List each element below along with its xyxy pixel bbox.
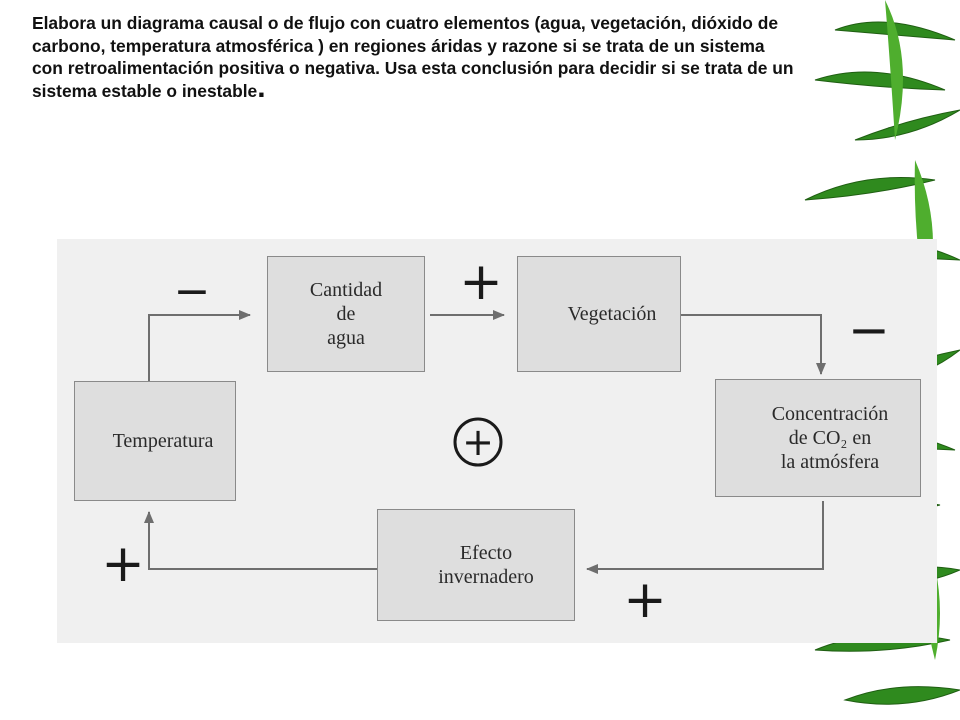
node-greenhouse-label: Efecto invernadero bbox=[438, 542, 534, 588]
sign-vegetation-co2: − bbox=[848, 301, 890, 359]
sign-water-vegetation: + bbox=[459, 252, 503, 312]
exercise-prompt: Elabora un diagrama causal o de flujo co… bbox=[32, 12, 797, 102]
node-vegetation-label: Vegetación bbox=[567, 303, 657, 325]
sign-co2-greenhouse: + bbox=[623, 570, 667, 630]
loop-polarity-circle bbox=[453, 417, 503, 467]
link-greenhouse-temperature bbox=[144, 511, 377, 570]
sign-greenhouse-temperature: + bbox=[101, 534, 145, 594]
node-temperature-label: Temperatura bbox=[112, 430, 214, 452]
node-temperature: Temperatura bbox=[74, 381, 236, 501]
prompt-text: Elabora un diagrama causal o de flujo co… bbox=[32, 13, 794, 101]
link-co2-greenhouse bbox=[586, 501, 824, 574]
node-vegetation: Vegetación bbox=[517, 256, 681, 372]
node-co2-label: Concentración de CO₂ en la atmósfera bbox=[771, 403, 889, 473]
loop-polarity-sign: + bbox=[462, 420, 494, 464]
node-water: Cantidad de agua bbox=[267, 256, 425, 372]
link-vegetation-co2 bbox=[681, 314, 826, 375]
prompt-end-mark: . bbox=[257, 70, 266, 104]
sign-temperature-water: − bbox=[174, 266, 211, 317]
node-co2: Concentración de CO₂ en la atmósfera bbox=[715, 379, 921, 497]
feedback-loop-figure: + − + − + + Cantidad de agua Vegetación … bbox=[57, 239, 937, 643]
node-water-label: Cantidad de agua bbox=[309, 279, 383, 349]
node-greenhouse: Efecto invernadero bbox=[377, 509, 575, 621]
link-temperature-water bbox=[148, 310, 251, 381]
